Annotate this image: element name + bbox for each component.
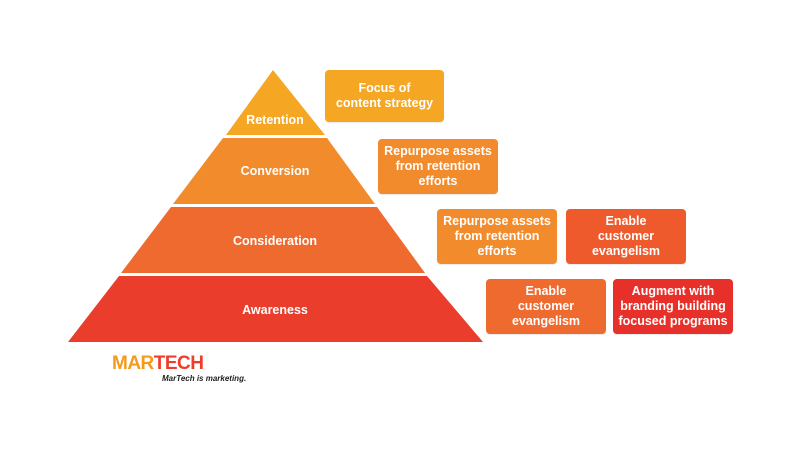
note-enable-evangelism-awareness: Enable customer evangelism	[486, 279, 606, 334]
martech-logo: MARTECH MarTech is marketing.	[112, 353, 247, 383]
note-repurpose-assets-consideration: Repurpose assets from retention efforts	[437, 209, 557, 264]
note-augment-branding: Augment with branding building focused p…	[613, 279, 733, 334]
tier-label-consideration: Consideration	[233, 234, 317, 248]
note-repurpose-assets-conversion: Repurpose assets from retention efforts	[378, 139, 498, 194]
note-focus-of-content-strategy: Focus of content strategy	[325, 70, 444, 122]
pyramid-tier-conversion	[173, 138, 375, 204]
logo-tech: TECH	[153, 353, 204, 374]
logo-wordmark: MARTECH	[112, 353, 246, 374]
pyramid-tier-consideration	[121, 207, 425, 273]
logo-tagline: MarTech is marketing.	[162, 374, 247, 383]
tier-label-awareness: Awareness	[242, 303, 308, 317]
logo-mar: MAR	[112, 353, 154, 374]
tier-label-retention: Retention	[246, 113, 304, 127]
tier-label-conversion: Conversion	[241, 164, 310, 178]
pyramid-tier-retention	[226, 70, 325, 135]
note-enable-evangelism-consideration: Enable customer evangelism	[566, 209, 686, 264]
pyramid-tier-awareness	[68, 276, 483, 342]
